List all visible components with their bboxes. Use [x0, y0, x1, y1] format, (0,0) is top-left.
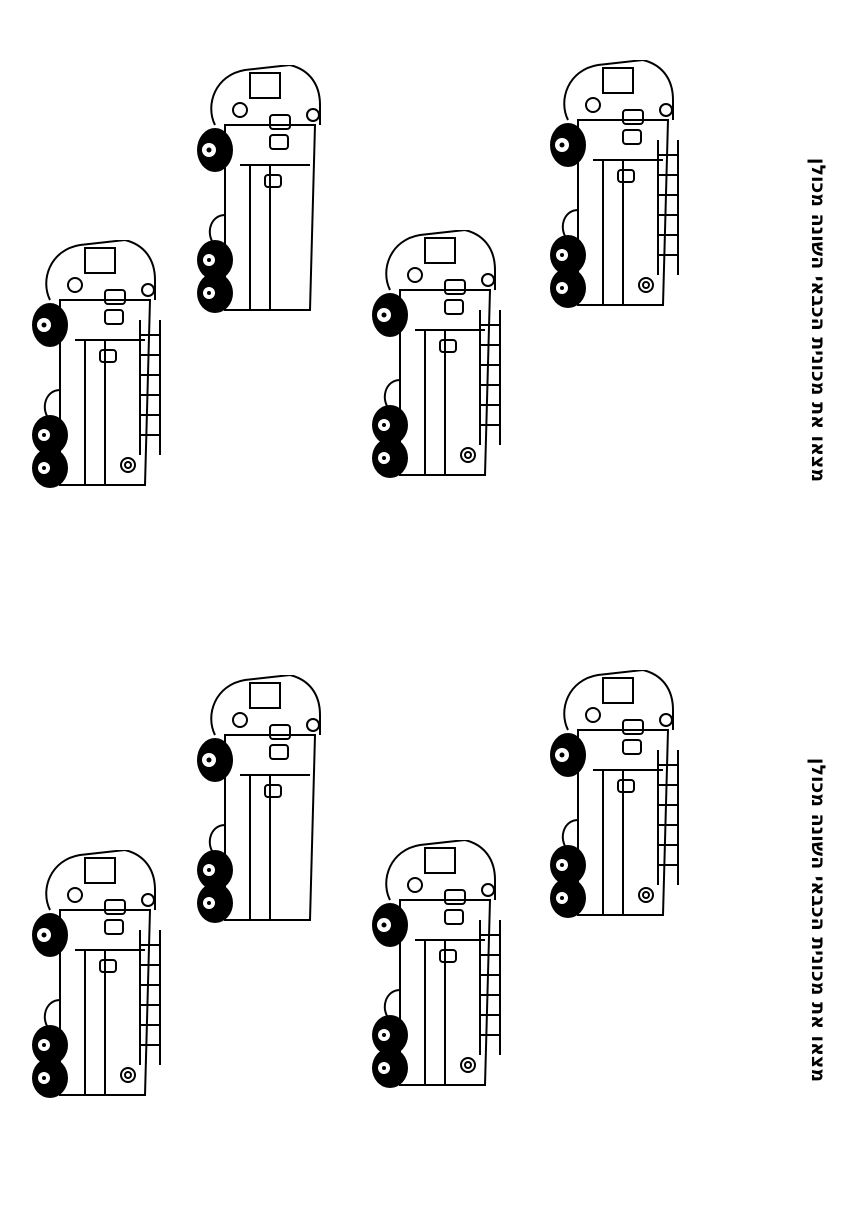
- fire-truck-different[interactable]: [195, 675, 335, 925]
- instruction-text: מצאו את מכונית הכבאי השונה מכולן: [807, 157, 829, 483]
- fire-truck[interactable]: [548, 670, 688, 920]
- fire-truck[interactable]: [370, 230, 510, 480]
- instruction-text: מצאו את מכונית הכבאי השונה מכולן: [807, 757, 829, 1083]
- fire-truck[interactable]: [30, 850, 170, 1100]
- fire-truck[interactable]: [548, 60, 688, 310]
- fire-truck[interactable]: [30, 240, 170, 490]
- fire-truck[interactable]: [370, 840, 510, 1090]
- fire-truck-different[interactable]: [195, 65, 335, 315]
